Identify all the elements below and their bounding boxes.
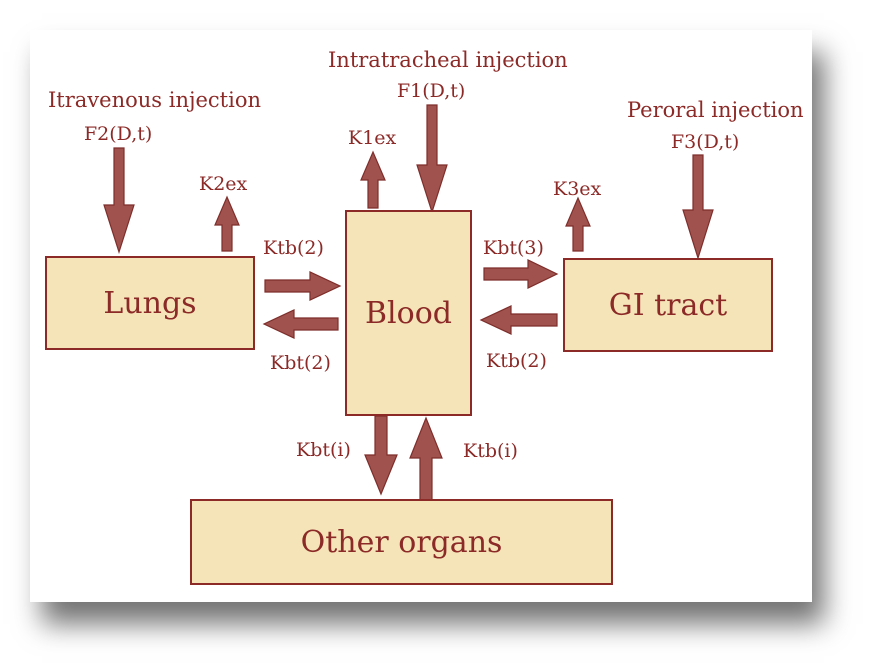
other-to-blood-label: Ktb(i) [463,440,518,462]
gi-to-blood-label: Ktb(2) [486,350,547,372]
gi-tract-node: GI tract [563,258,773,352]
k2ex-label: K2ex [199,173,248,195]
blood-to-other-label: Kbt(i) [296,439,351,461]
blood-to-gi-label: Kbt(3) [483,237,544,259]
blood-label: Blood [365,295,452,331]
itravenous-label: Itravenous injection [48,88,261,112]
gi-tract-label: GI tract [608,287,728,323]
intratracheal-label: Intratracheal injection [328,48,568,72]
k2ex-arrow [214,195,240,252]
lung-to-blood-label: Ktb(2) [263,237,324,259]
blood-node: Blood [345,210,472,416]
other-organs-label: Other organs [300,524,503,560]
lung-to-blood-arrow [264,271,342,301]
gi-to-blood-arrow [479,305,558,335]
blood-to-lung-label: Kbt(2) [270,352,331,374]
other-to-blood-arrow [409,416,443,501]
intratracheal-input-arrow [416,104,448,214]
lungs-label: Lungs [103,285,197,321]
blood-to-lung-arrow [262,309,339,339]
blood-to-other-arrow [364,415,398,496]
lungs-node: Lungs [45,256,255,350]
k1ex-label: K1ex [348,127,397,149]
itravenous-input-arrow [103,147,135,254]
peroral-input-arrow [682,154,714,261]
peroral-label: Peroral injection [627,98,804,122]
blood-to-gi-arrow [483,259,559,289]
itravenous-function: F2(D,t) [84,123,153,145]
k3ex-arrow [565,196,591,252]
intratracheal-function: F1(D,t) [397,80,466,102]
other-organs-node: Other organs [190,499,613,585]
k3ex-label: K3ex [553,178,602,200]
k1ex-arrow [360,150,386,209]
peroral-function: F3(D,t) [671,131,740,153]
